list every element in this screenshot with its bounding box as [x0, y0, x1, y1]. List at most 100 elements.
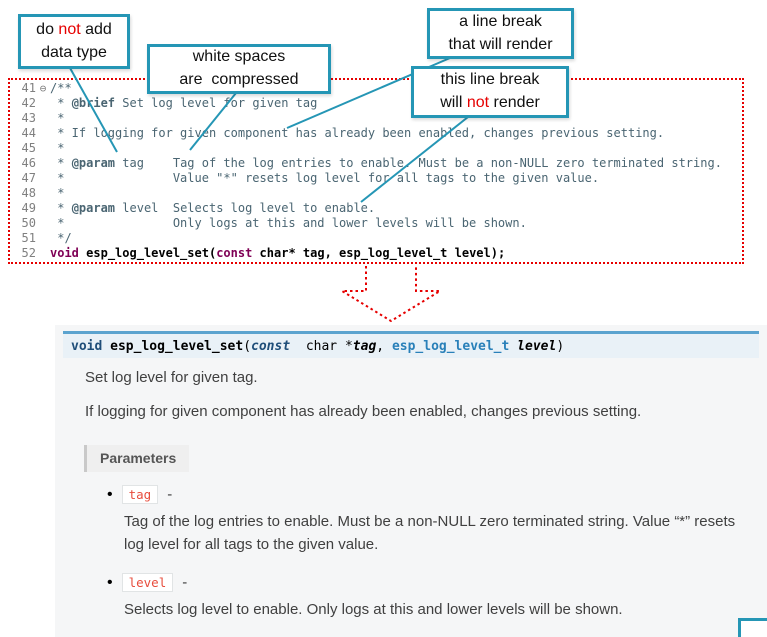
code-segment: *: [50, 201, 72, 215]
code-text: void esp_log_level_set(const char* tag, …: [50, 246, 505, 261]
code-line: 45 *: [10, 141, 722, 156]
brief-description: Set log level for given tag.: [85, 369, 258, 386]
code-segment: *: [50, 186, 65, 200]
line-number: 48: [21, 186, 36, 200]
code-segment: /**: [50, 81, 72, 95]
code-text: * Only logs at this and lower levels wil…: [50, 216, 527, 231]
signature-param-name: tag: [352, 338, 377, 354]
code-segment: @param: [71, 201, 116, 215]
line-number: 42: [21, 96, 36, 110]
param-separator: -: [182, 574, 188, 591]
code-text: * @param level Selects log level to enab…: [50, 201, 375, 216]
code-line: 43 *: [10, 111, 722, 126]
code-segment: void: [50, 246, 79, 260]
callout-text-segment: will: [440, 94, 467, 111]
signature-keyword: const: [251, 338, 291, 354]
code-text: */: [50, 231, 72, 246]
code-line: 50 * Only logs at this and lower levels …: [10, 216, 722, 231]
callout-text-segment: render: [489, 94, 540, 111]
line-number: 47: [21, 171, 36, 185]
code-line: 48 *: [10, 186, 722, 201]
callout-line-break-renders: a line break that will render: [427, 8, 574, 59]
line-number: 49: [21, 201, 36, 215]
code-line: 41⊖/**: [10, 81, 722, 96]
callout-text-line: data type: [41, 42, 107, 65]
callout-whitespace-compressed: white spaces are compressed: [147, 44, 331, 94]
code-segment: */: [50, 231, 72, 245]
param-name-literal: level: [121, 573, 174, 592]
callout-text-segment: that will render: [448, 35, 553, 53]
code-segment: level Selects log level to enable.: [115, 201, 376, 215]
callout-clipped-corner: [738, 618, 767, 637]
code-segment: @param: [71, 156, 116, 170]
code-line: 49 * @param level Selects log level to e…: [10, 201, 722, 216]
code-segment: *: [50, 111, 65, 125]
callout-text-line: that will render: [448, 34, 552, 57]
signature-text: [102, 339, 110, 354]
code-segment: *: [50, 96, 72, 110]
code-segment: (: [208, 246, 217, 260]
flow-arrow-icon: [338, 266, 444, 323]
line-number: 51: [21, 231, 36, 245]
callout-text-segment: not: [58, 20, 81, 38]
code-line: 51 */: [10, 231, 722, 246]
line-number: 44: [21, 126, 36, 140]
callout-text-segment: data type: [41, 43, 107, 61]
param-description: Selects log level to enable. Only logs a…: [124, 601, 623, 618]
code-segment: const: [216, 246, 253, 260]
type-link[interactable]: esp_log_level_t: [391, 338, 510, 354]
signature-param-name: level: [517, 338, 557, 354]
code-text: *: [50, 111, 64, 126]
fold-collapse-icon[interactable]: ⊖: [39, 82, 47, 95]
bullet-icon: •: [107, 573, 113, 591]
signature-text: ,: [376, 338, 392, 354]
signature-text: char *: [290, 338, 353, 354]
callout-text-segment: white spaces: [192, 48, 286, 66]
param-separator: -: [167, 486, 173, 503]
param-list-item: • level -: [107, 573, 187, 592]
line-number: 46: [21, 156, 36, 170]
param-description: Tag of the log entries to enable. Must b…: [124, 513, 736, 554]
rendered-doc-panel: void esp_log_level_set(const char *tag, …: [55, 325, 767, 637]
line-number: 50: [21, 216, 36, 230]
signature-keyword: void: [71, 338, 103, 354]
callout-text-line: will not render: [440, 92, 540, 115]
code-segment: char* tag, esp_log_level_t level);: [252, 246, 506, 260]
code-segment: *: [50, 156, 72, 170]
code-segment: esp_log_level_set: [86, 246, 209, 260]
callout-text-segment: are compressed: [179, 71, 299, 88]
callout-text-segment: add: [80, 20, 112, 38]
detailed-description: If logging for given component has alrea…: [85, 403, 642, 420]
signature-text: [509, 339, 517, 354]
callout-text-line: a line break: [459, 11, 542, 34]
param-name-literal: tag: [121, 485, 159, 504]
callout-line-break-not-render: this line break will not render: [411, 66, 569, 118]
line-number: 45: [21, 141, 36, 155]
line-number: 52: [21, 246, 36, 260]
parameters-header: Parameters: [84, 445, 190, 472]
signature-function-name: esp_log_level_set: [110, 338, 244, 354]
line-number: 41: [21, 81, 36, 95]
code-line: 52 void esp_log_level_set(const char* tag…: [10, 246, 722, 261]
callout-text-line: do not add: [36, 19, 112, 42]
signature-text: ): [556, 338, 565, 354]
callout-text-segment: a line break: [459, 12, 542, 30]
param-list-item: • tag -: [107, 485, 172, 504]
signature-text: (: [243, 338, 252, 354]
callout-text-line: this line break: [441, 69, 540, 92]
code-segment: * Only logs at this and lower levels wil…: [50, 216, 527, 230]
code-segment: *: [50, 141, 65, 155]
callout-text-line: are compressed: [179, 69, 298, 92]
code-text: *: [50, 186, 64, 201]
callout-text-segment: not: [466, 94, 490, 111]
function-signature: void esp_log_level_set(const char *tag, …: [63, 331, 759, 358]
callout-do-not-add-data-type: do not add data type: [18, 14, 130, 69]
callout-text-line: white spaces: [193, 46, 286, 69]
code-highlight-frame: [8, 78, 744, 264]
line-number: 43: [21, 111, 36, 125]
bullet-icon: •: [107, 485, 113, 503]
code-text: *: [50, 141, 64, 156]
callout-text-segment: this line break: [440, 71, 540, 89]
callout-text-segment: do: [36, 20, 59, 38]
